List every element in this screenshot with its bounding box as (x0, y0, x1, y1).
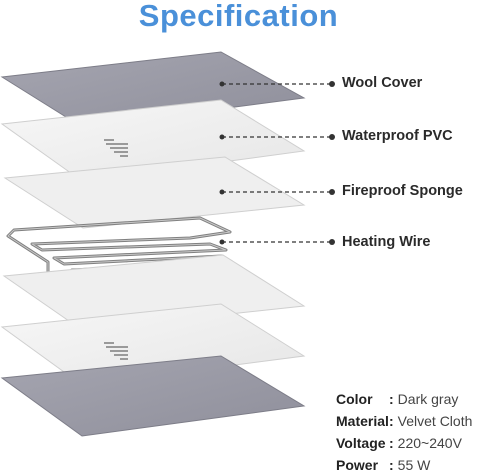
spec-colon: : (389, 391, 394, 407)
pvc-print-mark-bottom (104, 342, 128, 360)
spec-row-voltage: Voltage:220~240V (336, 432, 472, 454)
spec-colon: : (389, 413, 394, 429)
spec-key: Power (336, 457, 379, 473)
spec-row-color: Color:Dark gray (336, 388, 472, 410)
layer-label-waterproof-pvc: Waterproof PVC (342, 128, 453, 144)
spec-key: Material (336, 413, 389, 429)
wool-cover-layer-bottom (0, 355, 306, 437)
spec-key: Voltage (336, 435, 386, 451)
page-title: Specification (138, 0, 339, 33)
wool-cover-layer-top (0, 51, 306, 128)
spec-row-material: Material:Velvet Cloth (336, 410, 472, 432)
spec-value: 55 W (397, 457, 431, 473)
layer-label-wool-cover: Wool Cover (342, 75, 423, 91)
spec-table: Color:Dark gray Material:Velvet Cloth Vo… (336, 388, 472, 476)
spec-colon: : (389, 457, 394, 473)
fireproof-sponge-layer (3, 156, 306, 229)
spec-key: Color (336, 391, 373, 407)
layer-label-heating-wire: Heating Wire (342, 234, 431, 250)
leader-lines (222, 83, 330, 243)
spec-value: 220~240V (397, 435, 462, 451)
spec-colon: : (389, 435, 394, 451)
leader-dots (219, 81, 335, 245)
spec-value: Dark gray (397, 391, 459, 407)
spec-row-power: Power:55 W (336, 454, 472, 476)
spec-value: Velvet Cloth (397, 413, 473, 429)
pvc-print-mark (104, 139, 128, 157)
layer-label-fireproof-sponge: Fireproof Sponge (342, 183, 463, 199)
